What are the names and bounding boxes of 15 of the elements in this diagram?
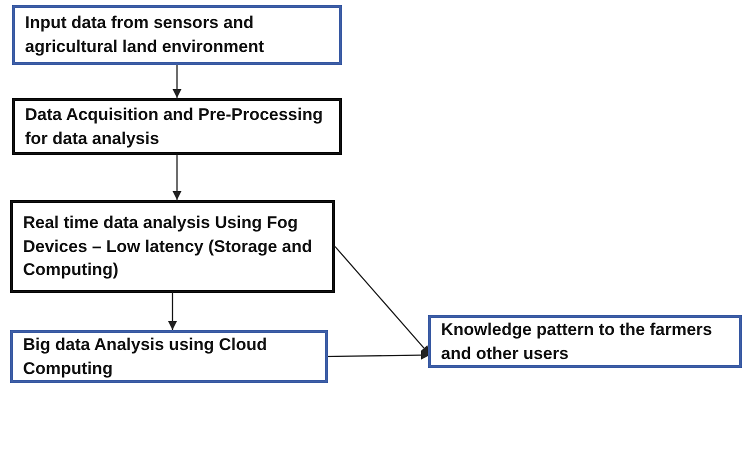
box-text: Real time data analysis Using Fog Devices – Low latency (Storage and Computing)	[23, 212, 314, 282]
process-box	[12, 98, 342, 155]
box-text: Input data from sensors and agricultural land environment	[25, 12, 265, 58]
arrow	[328, 350, 430, 360]
arrow	[334, 246, 430, 356]
arrow	[172, 155, 182, 200]
process-box	[428, 315, 742, 368]
arrow	[168, 293, 178, 330]
box-text: Knowledge pattern to the farmers and other users	[441, 318, 714, 364]
box-text: Big data Analysis using Cloud Computing	[23, 334, 268, 380]
process-box	[10, 330, 328, 383]
process-box	[10, 200, 335, 293]
process-box	[12, 5, 342, 65]
arrow	[172, 65, 182, 98]
box-text: Data Acquisition and Pre-Processing for data analysis	[25, 104, 324, 150]
